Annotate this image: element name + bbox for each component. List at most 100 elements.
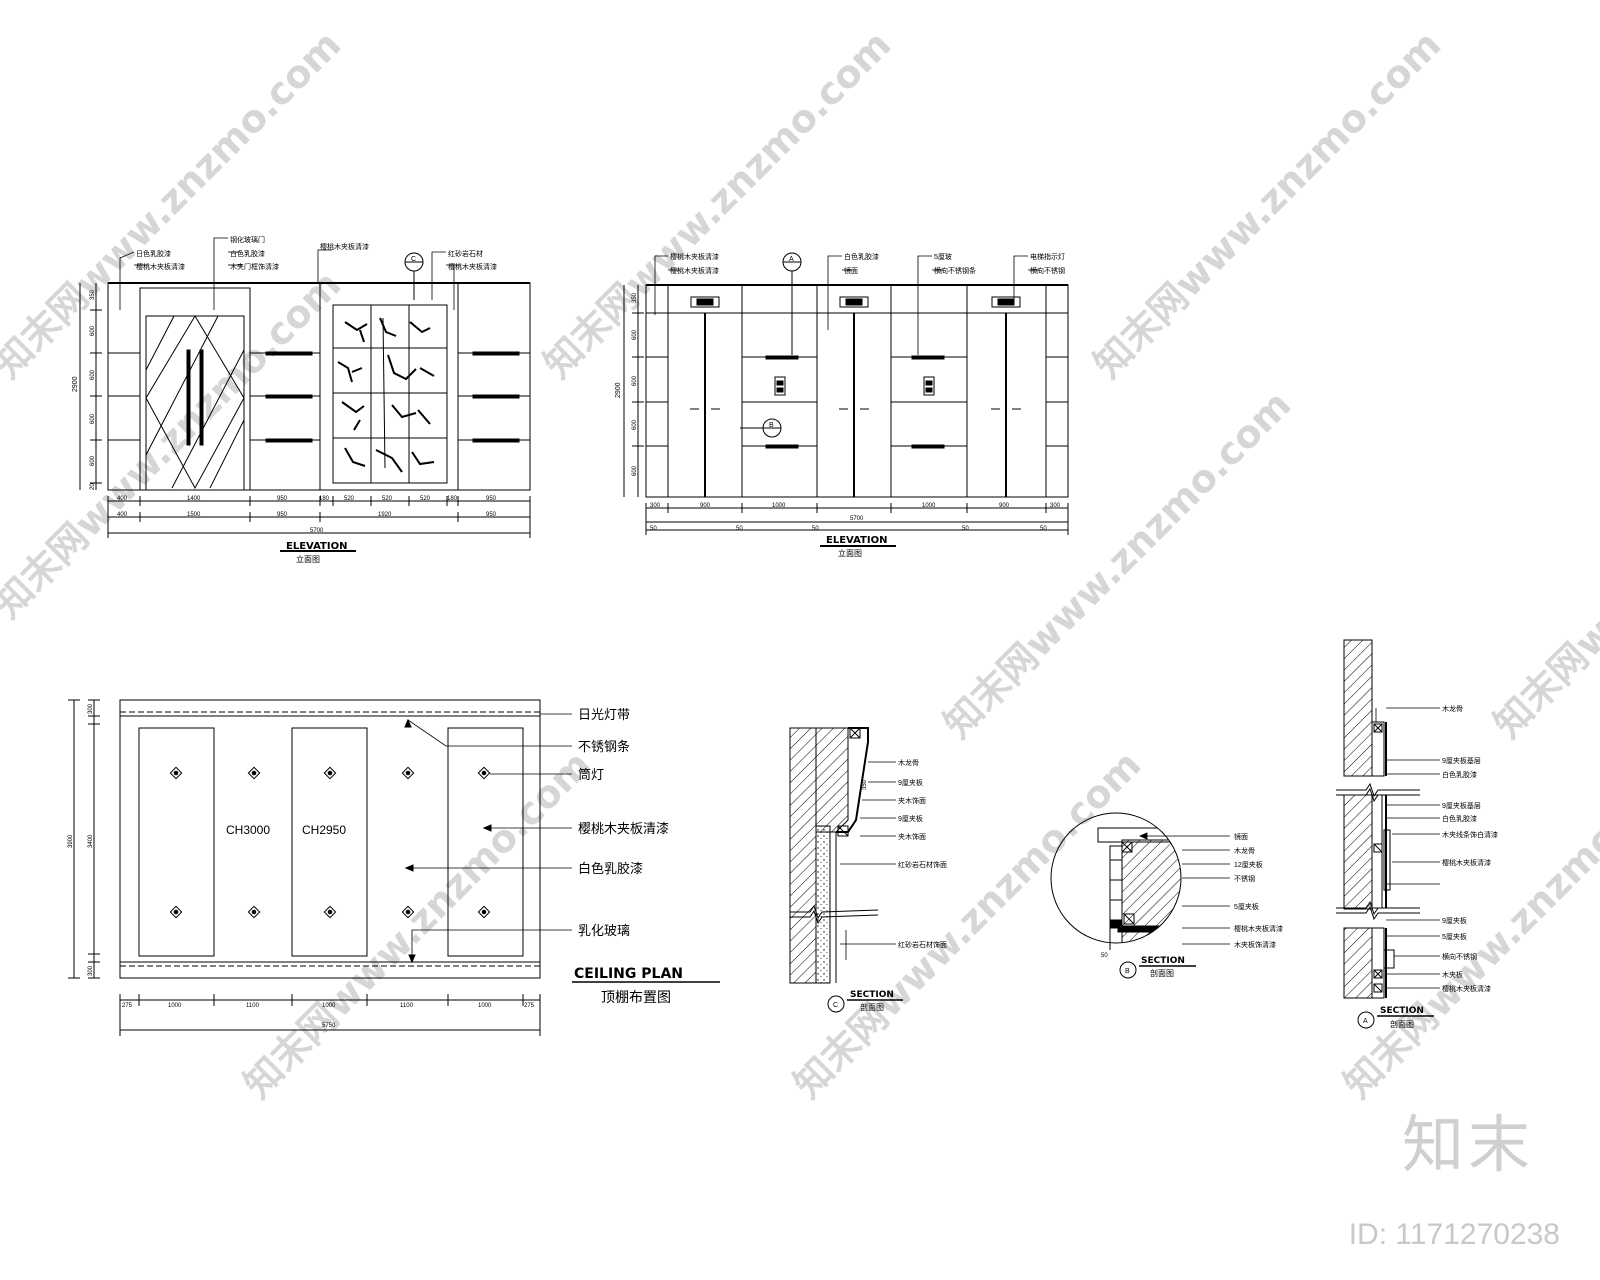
el-dim2-2: 1500 [187,512,201,518]
sc-subtitle: 剖面图 [860,1002,884,1012]
er-callout-4: 镜面 [844,266,858,275]
el-callout-3: 钢化玻璃门 [230,235,265,244]
el-dim1-9: 950 [486,496,497,502]
el-callout-1: 日色乳胶漆 [136,249,171,258]
el-dim1-3: 950 [277,496,288,502]
sa-callout-4: 9厘夹板基层 [1442,801,1481,810]
ceiling-callout-5: 白色乳胶漆 [578,861,643,876]
sc-callout-2: 9厘夹板 [898,778,923,787]
downlight-icon [323,766,337,780]
ceiling-callout-6: 乳化玻璃 [578,923,630,938]
sc-dim: 350 [862,779,868,790]
ceiling-callout-3: 筒灯 [578,767,604,782]
sb-callout-2: 木龙骨 [1234,846,1255,855]
er-dim1-6: 300 [1050,503,1061,509]
sa-callout-1: 木龙骨 [1442,704,1463,713]
sa-callout-8: 9厘夹板 [1442,916,1467,925]
el-dim1-5: 520 [344,496,355,502]
sa-callout-2: 9厘夹板基层 [1442,756,1481,765]
er-dim2-3: 50 [812,526,819,532]
er-dim1-3: 1000 [772,503,786,509]
ceiling-total: 5750 [322,1023,336,1029]
ceiling-dim-7: 275 [524,1003,535,1009]
el-subtitle: 立面图 [296,554,320,564]
el-hdim-5: 600 [90,455,96,466]
er-callout-6: 横向不锈钢条 [934,266,976,275]
downlight-icon [323,905,337,919]
er-subtitle: 立面图 [838,548,862,558]
ceiling-plan-text: CH3000 CH2950 日光灯带 不锈钢条 筒灯 樱桃木夹板清漆 白色乳胶漆… [68,703,683,1029]
downlight-icon [169,905,183,919]
ceiling-height-label-2: CH2950 [302,823,346,837]
section-b [1050,812,1230,979]
el-dim2-4: 1920 [378,512,392,518]
ceiling-left-dim-1: 300 [88,703,94,714]
ceiling-callout-1: 日光灯带 [578,707,630,722]
er-dim2-4: 50 [962,526,969,532]
el-hdim-2: 600 [90,325,96,336]
er-callout-5: 5厘玻 [934,252,952,261]
el-dim1-4: 180 [319,496,330,502]
el-hdim-1: 350 [90,289,96,300]
el-callout-2: 樱桃木夹板清漆 [136,262,185,271]
er-callout-2: 樱桃木夹板清漆 [670,266,719,275]
ceiling-plan [68,699,720,1036]
el-dim2-3: 950 [277,512,288,518]
sa-callout-10: 横向不锈钢 [1442,952,1477,961]
sc-callout-7: 红砂岩石材饰面 [898,940,947,949]
watermark-9: 知末网www.znzmo.com [1335,742,1600,1106]
downlight-icon [247,766,261,780]
sc-callout-4: 9厘夹板 [898,814,923,823]
section-c-text: 木龙骨 9厘夹板 夹木饰面 9厘夹板 夹木饰面 红砂岩石材饰面 红砂岩石材饰面 … [833,758,947,1012]
el-hdim-4: 600 [90,413,96,424]
el-section-mark-c: C [411,256,416,263]
downlight-icon [247,905,261,919]
sc-title: SECTION [850,990,894,1000]
sb-callout-4: 不锈钢 [1234,874,1255,883]
downlight-icon [401,905,415,919]
er-dim1-4: 1000 [922,503,936,509]
el-callout-6: 樱桃木夹板清漆 [320,242,369,251]
el-callout-4: 白色乳胶漆 [230,249,265,258]
el-dim1-6: 520 [382,496,393,502]
er-hdim-1: 350 [632,292,638,303]
elevation-right-text: 樱桃木夹板清漆 樱桃木夹板清漆 白色乳胶漆 镜面 5厘玻 横向不锈钢条 电梯指示… [615,252,1065,558]
er-section-mark-a: A [789,256,794,263]
el-dim2-5: 950 [486,512,497,518]
sa-subtitle: 剖面图 [1390,1019,1414,1029]
er-dim1-2: 900 [700,503,711,509]
ceiling-dim-3: 1100 [246,1003,260,1009]
sb-callout-7: 木夹板饰清漆 [1234,940,1276,949]
el-total: 5700 [310,528,324,534]
sb-callout-5: 5厘夹板 [1234,902,1259,911]
er-hdim-3: 600 [632,375,638,386]
er-hdim-5: 600 [632,465,638,476]
downlight-icon [477,905,491,919]
sb-subtitle: 剖面图 [1150,968,1174,978]
er-height-total: 2900 [615,382,622,398]
er-section-mark-b: B [769,422,774,429]
el-callout-7: 红砂岩石材 [448,249,483,258]
watermark-7: 知末网www.znzmo.com [235,742,599,1106]
ceiling-title: CEILING PLAN [574,966,683,982]
sb-dim: 50 [1101,953,1108,959]
el-dim1-2: 1400 [187,496,201,502]
er-hdim-4: 600 [632,419,638,430]
watermark-5: 知末网www.znzmo.com [935,382,1299,746]
el-hdim-3: 600 [90,369,96,380]
sa-callout-11: 木夹板 [1442,970,1463,979]
el-callout-5: 木夹门框饰清漆 [230,262,279,271]
sa-callout-5: 白色乳胶漆 [1442,814,1477,823]
sa-callout-6: 木夹线条饰白清漆 [1442,830,1498,839]
sc-callout-3: 夹木饰面 [898,796,926,805]
sb-callout-3: 12厘夹板 [1234,860,1263,869]
sc-callout-6: 红砂岩石材饰面 [898,860,947,869]
el-dim2-1: 400 [117,512,128,518]
watermark-6: 知末网www.znzmo.com [1485,382,1600,746]
sc-callout-5: 夹木饰面 [898,832,926,841]
el-dim1-1: 400 [117,496,128,502]
er-total: 5700 [850,516,864,522]
ceiling-dim-2: 1000 [168,1003,182,1009]
ceiling-left-dim-3: 300 [88,965,94,976]
